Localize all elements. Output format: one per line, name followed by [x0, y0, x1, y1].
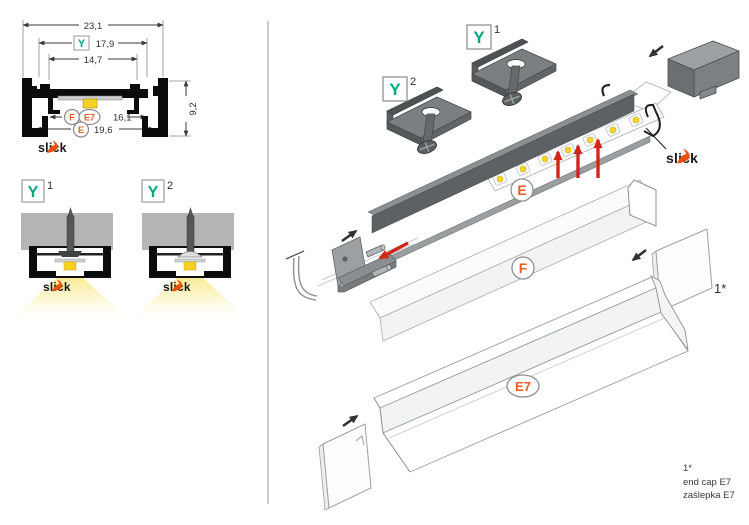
application-views: Y 1 slick Y 2: [12, 179, 248, 320]
led-strip-plate: [174, 258, 206, 263]
cross-section-drawing: 23,1 Y 17,9 14,7 9,2 F E7 16,1 E 19,6 sl…: [22, 19, 199, 155]
footnote-ref: 1*: [683, 463, 692, 474]
y-label: Y: [78, 38, 86, 50]
e-label: E: [78, 125, 84, 135]
cap-pin: [365, 244, 386, 258]
exploded-view: Y 2 Y 1: [285, 24, 740, 511]
light-cone: [12, 272, 128, 320]
dim-cover-e-width: 19,6: [94, 125, 113, 136]
application-y1: Y 1 slick: [12, 179, 128, 320]
end-cap-white-bottom: [318, 423, 372, 511]
y2-label: Y: [148, 184, 159, 201]
e7-label-oval: [78, 108, 101, 126]
assembly-arrow[interactable]: [341, 229, 358, 243]
y2-label-box: [382, 76, 408, 102]
led-strip-plate: [54, 258, 86, 263]
insertion-arrows-red: [378, 137, 603, 260]
y1-label-box: [466, 24, 492, 50]
brand-logo-cross-section: slick: [38, 140, 67, 155]
assembly-arrow[interactable]: [631, 248, 647, 262]
profile-end-hook: [643, 103, 661, 138]
dim-cover-fe7: 16,1: [113, 113, 132, 124]
y2-label: Y: [389, 80, 401, 99]
cover-f-label: F: [519, 260, 528, 276]
cover-e7-label: E7: [515, 379, 531, 394]
cap-notch: [355, 435, 365, 446]
y2-label-box: [141, 179, 165, 203]
led-chips: [492, 113, 644, 186]
brand-logo-y1: slick: [43, 279, 71, 294]
dim-inner-width: 14,7: [84, 55, 103, 66]
e-label-circle: [72, 121, 90, 138]
led-chip: [82, 98, 98, 109]
cap-pin: [371, 264, 392, 278]
mounting-bracket-y2: [386, 86, 472, 154]
cover-f-end-section: [627, 179, 657, 227]
y2-variant: 2: [410, 76, 416, 88]
screw-tip: [67, 207, 74, 218]
cap-hole: [342, 256, 348, 262]
end-cap-with-pins: [331, 236, 397, 293]
brand-logo-exploded: slick: [666, 148, 698, 166]
light-cone: [132, 272, 248, 320]
screw-base-disc: [58, 251, 82, 257]
power-wire: [285, 250, 318, 301]
screw-head: [502, 92, 522, 106]
led-chip: [63, 261, 77, 271]
profile-label: E: [517, 182, 526, 198]
assembly-arrow[interactable]: [342, 414, 359, 428]
screw-head: [417, 140, 437, 154]
f-label: F: [69, 113, 75, 123]
dim-mount-width: 17,9: [96, 39, 115, 50]
dim-height: 9,2: [188, 102, 199, 115]
screw-shaft: [186, 215, 195, 253]
y1-label: Y: [28, 184, 39, 201]
footnote-en: end cap E7: [683, 477, 731, 488]
profile-end-hook: [601, 83, 611, 97]
screw-tip: [187, 207, 194, 218]
led-chip: [183, 261, 197, 271]
profile-label-circle: [510, 178, 534, 202]
cover-f-label-circle: [511, 256, 535, 280]
end-cap-dark: [667, 40, 740, 100]
brand-leader-line: [645, 127, 667, 150]
application-y2: Y 2 slick: [132, 179, 248, 320]
screw-shaft: [66, 215, 75, 255]
footnote: 1* end cap E7 zaślepka E7: [683, 463, 735, 501]
assembly-arrow[interactable]: [648, 44, 664, 58]
y1-label: Y: [473, 28, 485, 47]
screw-base-dome: [176, 251, 204, 258]
e7-label: E7: [84, 113, 95, 123]
y2-variant: 2: [167, 180, 173, 192]
footnote-pl: zaślepka E7: [683, 490, 735, 501]
dim-total-width: 23,1: [84, 21, 103, 32]
endcap-ref: 1*: [714, 281, 726, 296]
profile-cross-section: [22, 78, 168, 137]
y-label-box: [73, 35, 90, 51]
y1-label-box: [21, 179, 45, 203]
cover-e7-end-section: [650, 274, 689, 351]
cover-e7-label-oval: [506, 374, 540, 398]
y1-variant: 1: [494, 24, 500, 36]
y1-variant: 1: [47, 180, 53, 192]
mounting-bracket-y1: [471, 38, 557, 106]
brand-logo-y2: slick: [163, 279, 191, 294]
